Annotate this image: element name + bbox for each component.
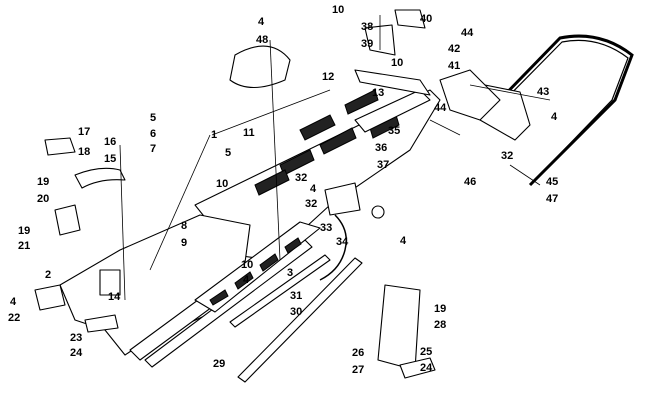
callout-42: 42 <box>448 43 460 55</box>
callout-37: 37 <box>377 159 389 171</box>
callout-17: 17 <box>78 126 90 138</box>
cable-34 <box>319 214 347 281</box>
callout-4: 4 <box>258 16 265 28</box>
callout-2: 2 <box>45 269 51 281</box>
callout-10b: 10 <box>332 4 344 16</box>
callout-4d: 4 <box>310 183 317 195</box>
callout-40: 40 <box>420 13 432 25</box>
callout-38: 38 <box>361 21 373 33</box>
callout-15: 15 <box>104 153 116 165</box>
truss-holes <box>209 237 302 306</box>
callout-31: 31 <box>290 290 302 302</box>
callout-19a: 19 <box>37 176 49 188</box>
callout-10: 10 <box>216 178 228 190</box>
callout-4e: 4 <box>400 235 407 247</box>
callout-5: 5 <box>150 112 156 124</box>
bracket-20 <box>54 204 81 236</box>
callout-4c: 4 <box>243 274 250 286</box>
callout-21: 21 <box>18 240 30 252</box>
callout-1: 1 <box>211 129 217 141</box>
callout-32b: 32 <box>305 198 317 210</box>
tunnel-cutouts <box>254 89 400 196</box>
callout-20: 20 <box>37 193 49 205</box>
tunnel-end-plate <box>354 89 431 133</box>
foot-rest-25 <box>399 357 436 379</box>
callout-5b: 5 <box>225 147 231 159</box>
callout-13: 13 <box>372 87 384 99</box>
callout-30: 30 <box>290 306 302 318</box>
callout-22: 22 <box>8 312 20 324</box>
plate-14 <box>99 269 121 296</box>
callout-45: 45 <box>546 176 558 188</box>
callout-labels: 1 2 3 4 5 6 7 8 9 10 11 12 13 14 15 16 1… <box>8 4 558 376</box>
callout-8: 8 <box>181 220 187 232</box>
callout-26: 26 <box>352 347 364 359</box>
callout-32c: 32 <box>501 150 513 162</box>
callout-34: 34 <box>336 236 349 248</box>
callout-4f: 4 <box>10 296 17 308</box>
rod-29 <box>237 257 363 383</box>
rear-flap-bracket <box>439 69 501 121</box>
callout-44b: 44 <box>434 102 447 114</box>
callout-47: 47 <box>546 193 558 205</box>
callout-46: 46 <box>464 176 476 188</box>
callout-11: 11 <box>243 127 255 139</box>
callout-4b: 4 <box>551 111 558 123</box>
callout-12: 12 <box>322 71 334 83</box>
callout-28: 28 <box>434 319 446 331</box>
callout-29: 29 <box>213 358 225 370</box>
bracket-40 <box>394 9 426 29</box>
hose-15 <box>74 167 126 189</box>
callout-33: 33 <box>320 222 332 234</box>
callout-10c: 10 <box>391 57 403 69</box>
callout-14: 14 <box>108 291 121 303</box>
callout-18: 18 <box>78 146 90 158</box>
callout-32: 32 <box>295 172 307 184</box>
callout-27: 27 <box>352 364 364 376</box>
callout-35: 35 <box>388 125 400 137</box>
callout-24: 24 <box>70 347 83 359</box>
rod-30 <box>229 254 331 328</box>
callout-43: 43 <box>537 86 549 98</box>
callout-48: 48 <box>256 34 268 46</box>
callout-7: 7 <box>150 143 156 155</box>
callout-41: 41 <box>448 60 460 72</box>
cover-17 <box>44 137 76 156</box>
leader-lines <box>119 15 551 301</box>
callout-19b: 19 <box>18 225 30 237</box>
washer <box>371 205 385 219</box>
callout-24b: 24 <box>420 362 433 374</box>
callout-3: 3 <box>287 267 293 279</box>
callout-36: 36 <box>375 142 387 154</box>
callout-16: 16 <box>104 136 116 148</box>
bracket-22 <box>34 284 66 311</box>
callout-25: 25 <box>420 346 432 358</box>
callout-19c: 19 <box>434 303 446 315</box>
callout-10d: 10 <box>241 259 253 271</box>
callout-39: 39 <box>361 38 373 50</box>
callout-23: 23 <box>70 332 82 344</box>
bracket-33 <box>324 182 361 216</box>
mount-plate-13 <box>354 69 431 96</box>
foot-rest-23 <box>84 314 119 333</box>
rear-bumper <box>439 34 634 187</box>
step-plate-26 <box>377 284 421 371</box>
callout-6: 6 <box>150 128 156 140</box>
callout-9: 9 <box>181 237 187 249</box>
callout-44a: 44 <box>461 27 474 39</box>
seat-pad-48 <box>229 45 291 89</box>
